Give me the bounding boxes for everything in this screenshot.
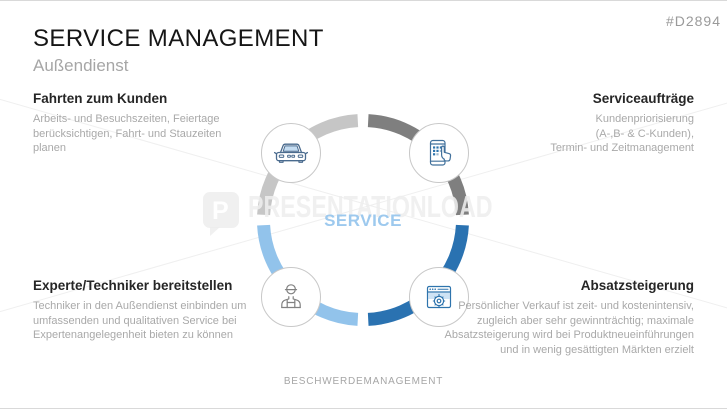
svg-text:P: P xyxy=(212,197,229,225)
section-heading: Absatzsteigerung xyxy=(580,278,694,293)
section-body: Techniker in den Außendienst einbinden u… xyxy=(33,300,247,342)
diagram-node-serviceauftraege xyxy=(409,123,469,183)
page-subtitle: Außendienst xyxy=(33,56,129,75)
diagram-node-techniker xyxy=(261,267,321,327)
slide-code: #D2894 xyxy=(665,13,721,29)
section-heading: Fahrten zum Kunden xyxy=(33,91,168,106)
watermark-text: PRESENTATIONLOAD xyxy=(248,189,493,224)
section-experte-techniker: Experte/Techniker bereitstellen Technike… xyxy=(33,278,273,343)
footer-category-label: BESCHWERDEMANAGEMENT xyxy=(283,376,444,387)
browser-gear-icon xyxy=(426,285,452,309)
section-serviceauftraege: Serviceaufträge Kundenpriorisierung (A-,… xyxy=(459,91,694,156)
section-heading: Experte/Techniker bereitstellen xyxy=(33,278,233,293)
cycle-center-label: SERVICE xyxy=(324,211,402,230)
section-heading: Serviceaufträge xyxy=(592,91,694,106)
technician-icon xyxy=(281,284,301,309)
page-title: SERVICE MANAGEMENT xyxy=(33,25,324,52)
tablet-touch-icon xyxy=(429,139,452,166)
section-fahrten-zum-kunden: Fahrten zum Kunden Arbeits- und Besuchsz… xyxy=(33,91,258,156)
presentationload-logo-icon: P xyxy=(203,192,239,236)
section-body: Persönlicher Verkauf ist zeit- und koste… xyxy=(444,300,695,356)
section-body: Arbeits- und Besuchszeiten, Feiertage be… xyxy=(33,113,222,155)
section-body: Kundenpriorisierung (A-,B- & C-Kunden), … xyxy=(550,113,694,155)
diagram-node-fahrten xyxy=(261,123,321,183)
presentationload-watermark: P PRESENTATIONLOAD xyxy=(202,189,574,237)
car-icon xyxy=(273,143,309,163)
diagram-node-absatzsteigerung xyxy=(409,267,469,327)
section-absatzsteigerung: Absatzsteigerung Persönlicher Verkauf is… xyxy=(424,278,695,357)
